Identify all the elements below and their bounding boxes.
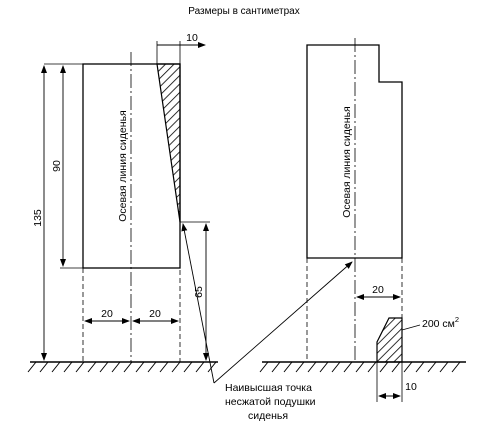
right-hatched-area [376,317,403,363]
right-seatback-outline [306,44,403,259]
dim-10-top-label: 10 [186,32,198,44]
right-dim-20-label: 20 [372,284,384,296]
dim-90-label: 90 [51,160,63,172]
title: Размеры в сантиметрах [188,6,299,17]
right-dim-10-label: 10 [405,381,417,393]
callout-line-2: несжатой подушки [225,396,316,408]
callout-leader-left [181,223,215,384]
right-ground-hatching [259,361,461,373]
right-centerline-label: Осевая линия сиденья [341,106,353,217]
left-centerline-label: Осевая линия сиденья [117,110,129,221]
callout-leader-right [213,261,353,384]
dim-20-right-label: 20 [149,308,161,320]
callout-line-1: Наивысшая точка [225,382,312,394]
area-label: 200 см2 [422,315,459,330]
dim-135-label: 135 [32,209,44,227]
area-label-exponent: 2 [455,315,459,324]
left-ground-hatching [27,361,217,373]
dim-65-label: 65 [193,286,205,298]
left-hatched-wedge [156,63,181,223]
callout-line-3: сиденья [248,410,288,422]
callout: Наивысшая точка несжатой подушки сиденья [181,223,353,422]
area-label-value: 200 см [422,318,455,330]
dim-20-left-label: 20 [101,308,113,320]
right-figure: Осевая линия сиденья 20 200 см2 10 [259,38,466,402]
left-figure: Осевая линия сиденья 135 90 10 65 20 20 [27,32,218,373]
area-leader-line [401,324,421,331]
